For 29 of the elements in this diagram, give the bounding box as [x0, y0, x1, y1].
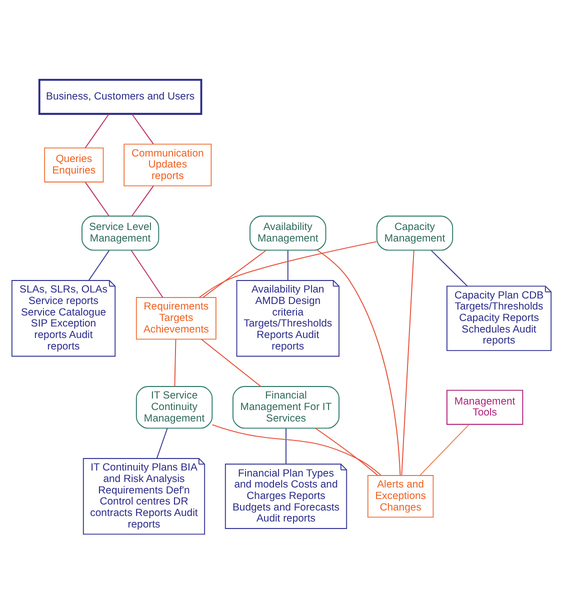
node-box: Communication Updates reports — [124, 144, 212, 186]
connector — [419, 424, 470, 476]
connector — [156, 428, 168, 459]
node-box: IT Service Continuity Management — [136, 386, 213, 429]
node-box: Business, Customers and Users — [38, 78, 202, 115]
connector — [88, 250, 110, 281]
connector — [130, 250, 164, 298]
connector — [132, 114, 154, 145]
node-box: Financial Management For IT Services — [232, 386, 340, 429]
node-box: Capacity Management — [376, 216, 454, 251]
node-box: Alerts and Exceptions Changes — [367, 475, 434, 518]
node-box: Management Tools — [446, 390, 524, 425]
node-box: Service Level Management — [82, 216, 160, 251]
connector — [317, 250, 401, 476]
connector — [198, 241, 377, 298]
node-box: Availability Management — [250, 216, 326, 251]
connector — [430, 250, 468, 287]
node-box: Queries Enquiries — [44, 147, 104, 182]
connector — [212, 424, 382, 476]
connector — [84, 114, 110, 148]
connector — [84, 182, 110, 216]
node-box: Requirements Targets Achievements — [136, 297, 216, 340]
connector — [200, 338, 262, 387]
connector — [174, 339, 176, 387]
connector — [401, 250, 414, 476]
connector — [287, 250, 288, 281]
connector — [132, 185, 154, 216]
connector — [314, 428, 378, 476]
connector — [202, 250, 267, 298]
